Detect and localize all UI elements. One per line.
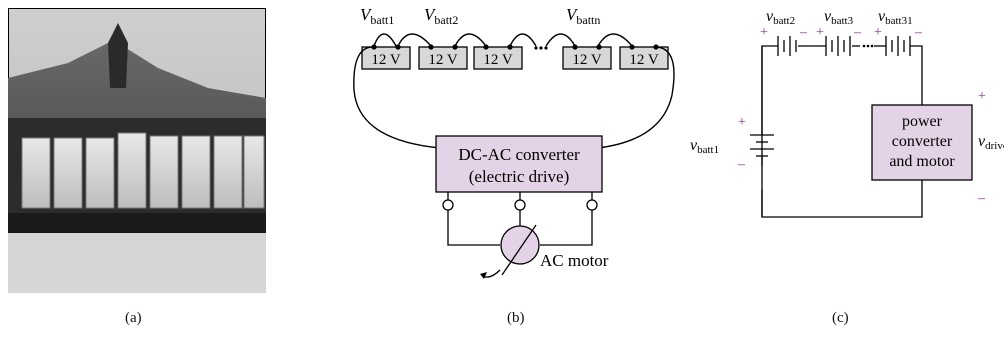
- svg-text:(electric drive): (electric drive): [469, 167, 570, 186]
- svg-text:+: +: [738, 115, 746, 130]
- label-vbatt1: vbatt1: [690, 137, 719, 156]
- converter-output-terminals: [442, 192, 598, 246]
- battery-4: 12 V: [562, 46, 612, 70]
- battery-5: 12 V: [619, 46, 669, 70]
- ac-motor: AC motor: [480, 224, 609, 279]
- battery-2: 12 V: [418, 46, 468, 70]
- caption-b: (b): [507, 310, 525, 326]
- svg-text:12 V: 12 V: [428, 52, 457, 68]
- svg-text:converter: converter: [892, 133, 953, 150]
- svg-text:AC motor: AC motor: [540, 251, 609, 270]
- svg-text:–: –: [914, 25, 923, 40]
- svg-text:and motor: and motor: [889, 153, 955, 170]
- battery-symbols-top: [777, 36, 911, 56]
- svg-text:+: +: [978, 89, 986, 104]
- label-vbattn: Vbattn: [566, 5, 600, 27]
- svg-text:power: power: [902, 113, 943, 130]
- svg-text:12 V: 12 V: [483, 52, 512, 68]
- battery-1: 12 V: [361, 46, 411, 70]
- caption-c: (c): [832, 310, 849, 326]
- power-converter-motor-box: power converter and motor: [871, 104, 973, 181]
- battery-pack-photo: [7, 7, 267, 294]
- label-vbatt3: vbatt3: [824, 8, 854, 27]
- dc-ac-converter-box: DC-AC converter (electric drive): [435, 135, 603, 193]
- svg-text:–: –: [737, 157, 746, 172]
- caption-a: (a): [125, 310, 142, 326]
- battery-3: 12 V: [473, 46, 523, 70]
- photo-battery-cells: [21, 132, 265, 209]
- wire-right: [597, 46, 675, 149]
- svg-text:+: +: [760, 25, 768, 40]
- terminal-dots: [371, 44, 659, 50]
- svg-text:DC-AC converter: DC-AC converter: [458, 145, 580, 164]
- wire-left: [353, 46, 441, 149]
- svg-text:–: –: [853, 25, 862, 40]
- top-polarity-marks: + – + – + –: [760, 25, 923, 40]
- panel-b-battery-string-diagram: Vbatt1 Vbatt2 Vbattn 12 V 12 V 12 V 12 V…: [350, 0, 680, 335]
- label-vbatt2: Vbatt2: [424, 5, 458, 27]
- panel-c-circuit-schematic: vbatt2 vbatt3 vbatt31 + – + – + –: [690, 0, 1004, 335]
- series-ellipsis: [862, 44, 874, 48]
- svg-text:–: –: [799, 25, 808, 40]
- svg-text:12 V: 12 V: [371, 52, 400, 68]
- label-vbatt1: Vbatt1: [360, 5, 394, 27]
- svg-text:12 V: 12 V: [572, 52, 601, 68]
- label-vbatt2: vbatt2: [766, 8, 795, 27]
- battery-interconnects: [373, 33, 633, 47]
- label-vdrive: vdrive: [978, 133, 1004, 152]
- label-vbatt31: vbatt31: [878, 8, 913, 27]
- svg-text:–: –: [977, 191, 986, 206]
- svg-text:+: +: [816, 25, 824, 40]
- svg-text:+: +: [874, 25, 882, 40]
- svg-text:12 V: 12 V: [629, 52, 658, 68]
